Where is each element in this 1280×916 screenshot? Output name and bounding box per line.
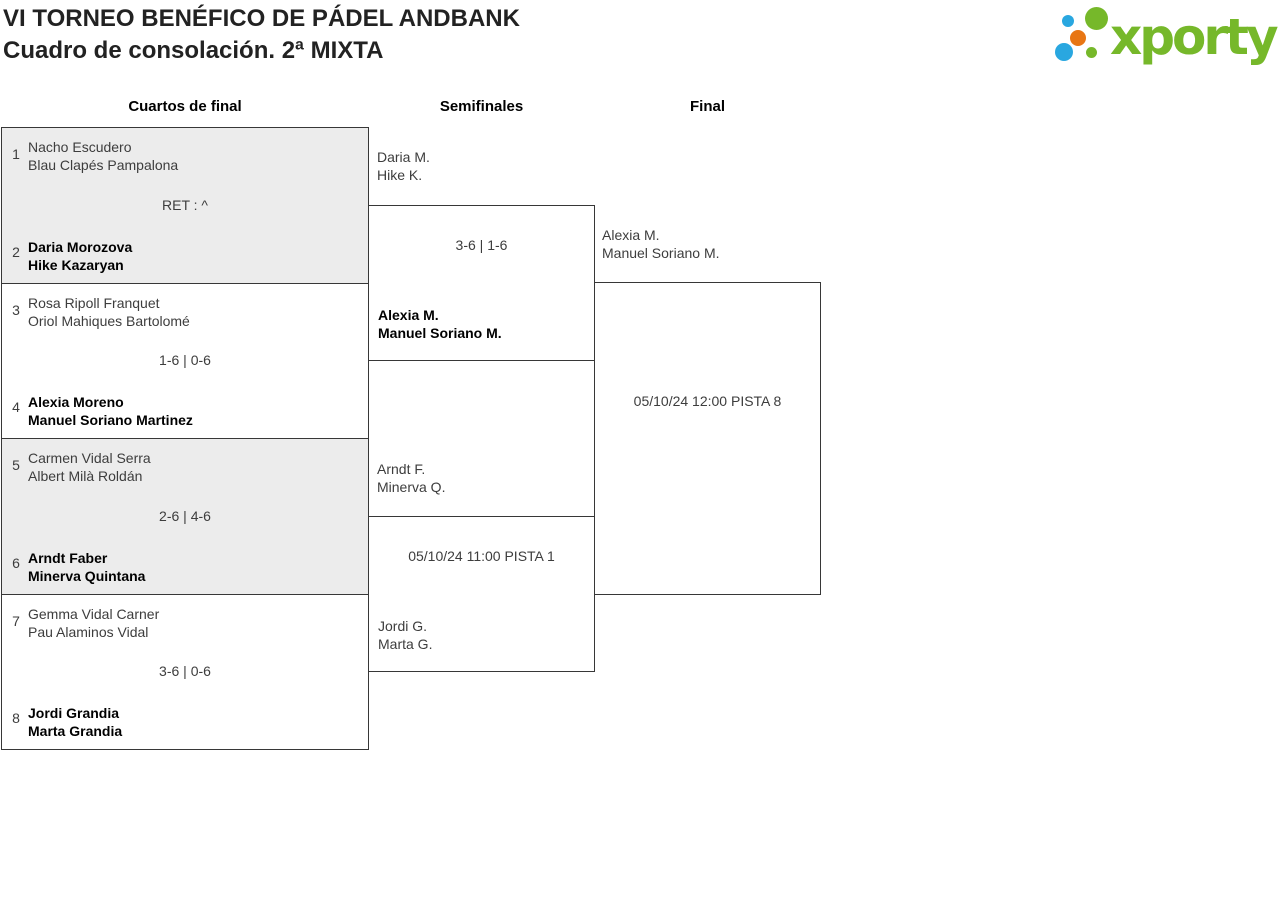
player-name: Manuel Soriano Martinez: [28, 412, 193, 428]
logo-dot-blue-small-icon: [1062, 15, 1074, 27]
round-header-semifinals: Semifinales: [439, 98, 524, 115]
player-name: Jordi G.: [378, 618, 428, 634]
player-name: Alexia M.: [378, 307, 439, 323]
match-box-sf2: 05/10/24 11:00 PISTA 1 Jordi G. Marta G.: [368, 516, 595, 672]
player-name: Gemma Vidal Carner: [28, 606, 160, 622]
player-name: Albert Milà Roldán: [28, 468, 143, 484]
page-title: VI TORNEO BENÉFICO DE PÁDEL ANDBANK: [3, 5, 520, 32]
player-name: Arndt F.: [377, 461, 426, 477]
player-name: Alexia M.: [602, 227, 660, 243]
round-header-final: Final: [689, 98, 725, 115]
match-score: 3-6 | 0-6: [159, 663, 211, 679]
player-name: Daria Morozova: [28, 239, 133, 255]
team-names: Rosa Ripoll Franquet Oriol Mahiques Bart…: [28, 294, 190, 330]
player-name: Minerva Q.: [377, 479, 446, 495]
match-box-final: 05/10/24 12:00 PISTA 8: [594, 282, 821, 595]
logo-dot-green-small-icon: [1086, 47, 1097, 58]
xporty-logo-text: xporty: [1110, 8, 1279, 66]
advancing-team-sf1-top: Daria M. Hike K.: [377, 148, 430, 184]
advancing-team-sf2-top: Arndt F. Minerva Q.: [377, 460, 445, 496]
match-schedule: 05/10/24 12:00 PISTA 8: [633, 393, 782, 409]
logo-dot-green-big-icon: [1085, 7, 1108, 30]
seed-number: 3: [12, 302, 20, 318]
seed-number: 8: [12, 710, 20, 726]
player-name: Oriol Mahiques Bartolomé: [28, 313, 190, 329]
logo-dot-orange-icon: [1070, 30, 1086, 46]
player-name: Manuel Soriano M.: [378, 325, 502, 341]
match-score: 3-6 | 1-6: [455, 237, 508, 253]
team-names: Nacho Escudero Blau Clapés Pampalona: [28, 138, 178, 174]
match-box-qf3: 5 Carmen Vidal Serra Albert Milà Roldán …: [1, 438, 369, 595]
round-header-quarterfinals: Cuartos de final: [128, 98, 242, 115]
match-box-qf4: 7 Gemma Vidal Carner Pau Alaminos Vidal …: [1, 594, 369, 750]
logo-dot-blue-big-icon: [1055, 43, 1073, 61]
team-names: Carmen Vidal Serra Albert Milà Roldán: [28, 449, 151, 485]
match-box-qf1: 1 Nacho Escudero Blau Clapés Pampalona R…: [1, 127, 369, 284]
player-name: Manuel Soriano M.: [602, 245, 720, 261]
player-name: Alexia Moreno: [28, 394, 124, 410]
player-name: Hike K.: [377, 167, 423, 183]
player-name: Carmen Vidal Serra: [28, 450, 151, 466]
player-name: Jordi Grandia: [28, 705, 120, 721]
player-name: Rosa Ripoll Franquet: [28, 295, 160, 311]
xporty-logo: xporty: [1050, 0, 1280, 80]
seed-number: 1: [12, 146, 20, 162]
match-schedule: 05/10/24 11:00 PISTA 1: [408, 548, 555, 564]
advancing-team-final-top: Alexia M. Manuel Soriano M.: [602, 226, 720, 262]
match-box-qf2: 3 Rosa Ripoll Franquet Oriol Mahiques Ba…: [1, 283, 369, 439]
team-names-winner: Arndt Faber Minerva Quintana: [28, 549, 145, 585]
team-names-winner: Alexia M. Manuel Soriano M.: [378, 306, 502, 342]
page-subtitle: Cuadro de consolación. 2ª MIXTA: [3, 37, 384, 64]
player-name: Nacho Escudero: [28, 139, 132, 155]
team-names-winner: Daria Morozova Hike Kazaryan: [28, 238, 132, 274]
match-score: 1-6 | 0-6: [159, 352, 211, 368]
team-names: Gemma Vidal Carner Pau Alaminos Vidal: [28, 605, 159, 641]
match-box-sf1: 3-6 | 1-6 Alexia M. Manuel Soriano M.: [368, 205, 595, 361]
player-name: Daria M.: [377, 149, 430, 165]
seed-number: 5: [12, 457, 20, 473]
player-name: Arndt Faber: [28, 550, 108, 566]
player-name: Marta Grandia: [28, 723, 123, 739]
match-score: 2-6 | 4-6: [159, 507, 211, 524]
player-name: Blau Clapés Pampalona: [28, 157, 179, 173]
player-name: Marta G.: [378, 636, 433, 652]
header: VI TORNEO BENÉFICO DE PÁDEL ANDBANK Cuad…: [3, 3, 520, 67]
team-names-winner: Jordi Grandia Marta Grandia: [28, 704, 122, 740]
seed-number: 7: [12, 613, 20, 629]
seed-number: 2: [12, 244, 20, 260]
seed-number: 4: [12, 399, 20, 415]
player-name: Pau Alaminos Vidal: [28, 624, 149, 640]
team-names: Jordi G. Marta G.: [378, 617, 432, 653]
match-score: RET : ^: [162, 196, 208, 213]
player-name: Hike Kazaryan: [28, 257, 124, 273]
seed-number: 6: [12, 555, 20, 571]
player-name: Minerva Quintana: [28, 568, 146, 584]
team-names-winner: Alexia Moreno Manuel Soriano Martinez: [28, 393, 193, 429]
